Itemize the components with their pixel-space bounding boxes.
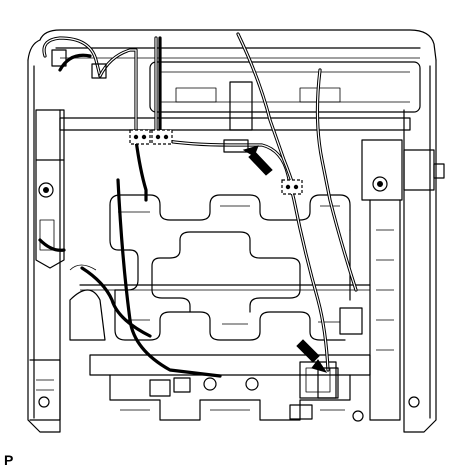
left-side-bracket bbox=[29, 109, 65, 421]
right-side-bracket bbox=[352, 139, 445, 422]
pointer-arrows bbox=[242, 145, 328, 373]
reference-label: P bbox=[4, 452, 14, 468]
arrow-lower-connector bbox=[296, 339, 328, 373]
seat-frame-outline bbox=[27, 29, 437, 433]
arrow-upper-connector bbox=[242, 145, 273, 176]
spring-mat bbox=[79, 194, 371, 341]
wire-harness bbox=[38, 32, 358, 378]
connectors bbox=[51, 49, 363, 399]
upper-cross-bar bbox=[59, 61, 421, 131]
lower-frame-assembly bbox=[69, 264, 371, 421]
seat-frame-drawing bbox=[27, 29, 445, 433]
